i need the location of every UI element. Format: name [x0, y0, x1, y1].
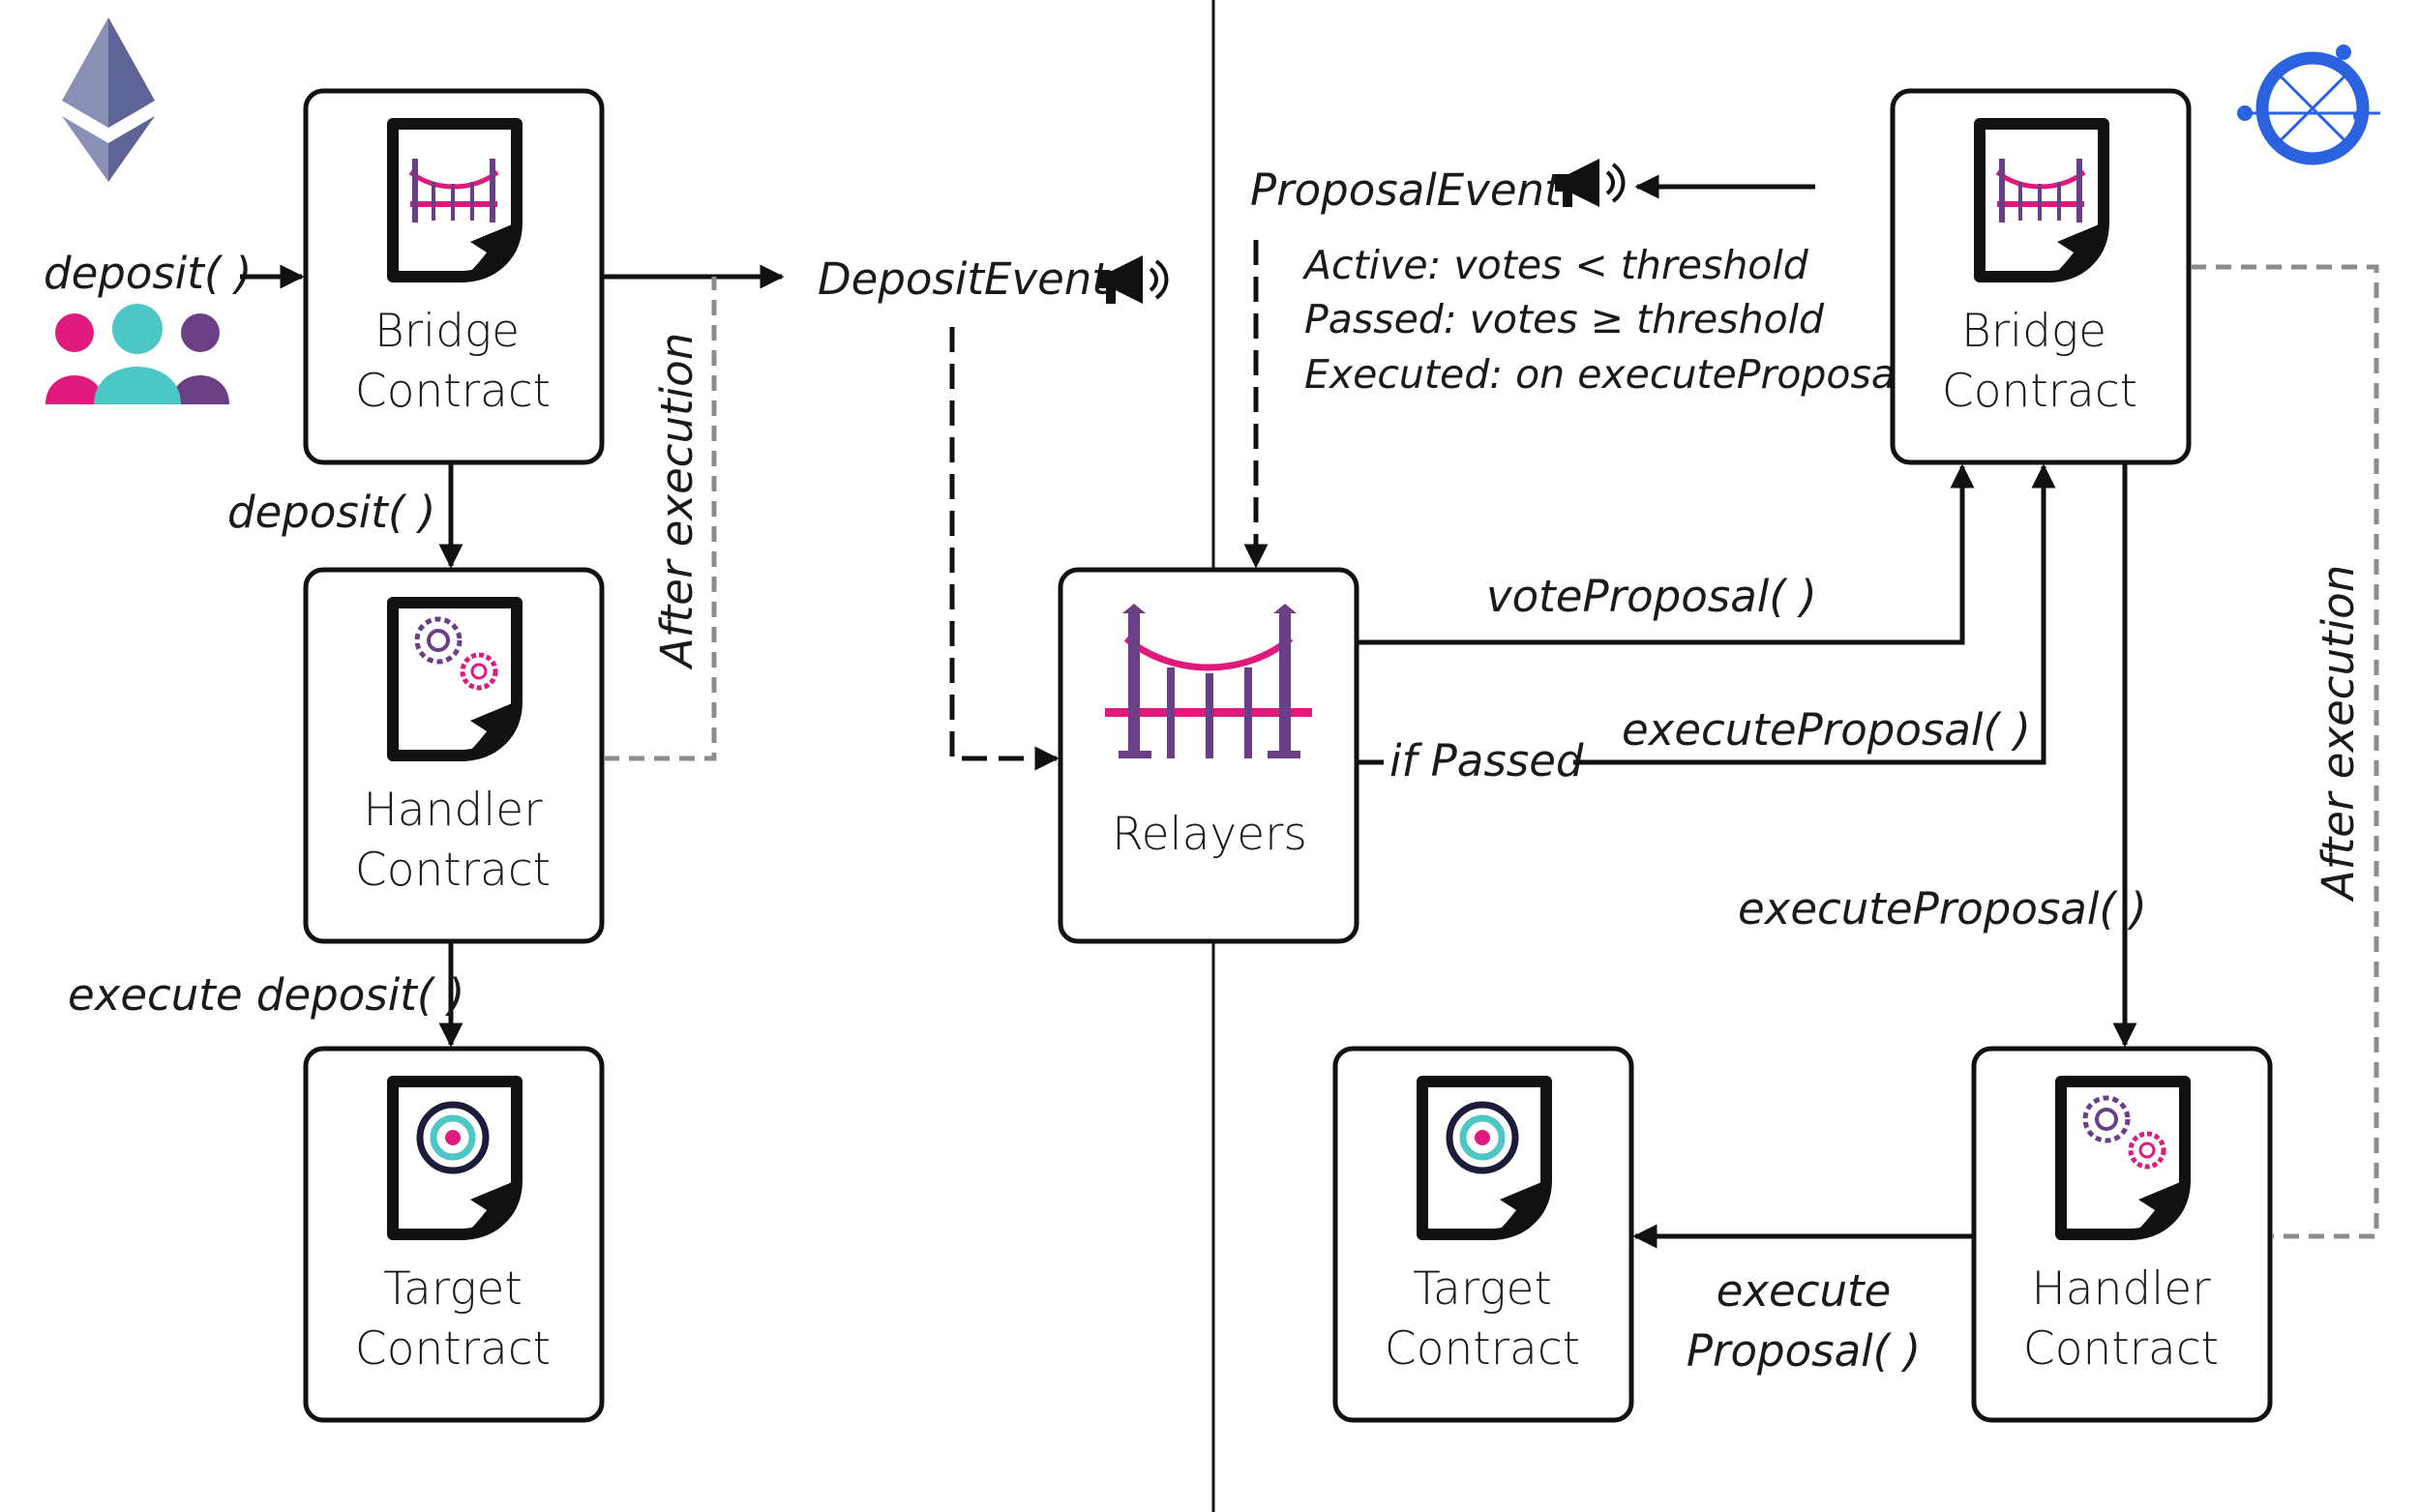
megaphone-icon [1555, 159, 1626, 207]
left-bridge-line1: Bridge [374, 305, 520, 358]
ethereum-logo-icon [62, 17, 155, 182]
right-target-line1: Target [1413, 1262, 1552, 1316]
users-group-icon [45, 304, 229, 404]
proposal-event-label: ProposalEvent [1250, 164, 1564, 216]
bridge-document-icon [1980, 124, 2104, 277]
right-after-execution-label: After execution [2313, 565, 2364, 903]
gears-document-icon [2061, 1082, 2185, 1234]
right-target-contract: Target Contract [1332, 1046, 1634, 1423]
right-bridge-line2: Contract [1942, 365, 2137, 418]
right-after-execution-line [2191, 264, 2379, 1239]
left-bridge-contract: Bridge Contract [303, 88, 605, 465]
left-after-execution-label: After execution [651, 333, 702, 670]
right-bridge-contract: Bridge Contract [1890, 88, 2192, 465]
bridge-document-icon [393, 124, 517, 277]
deposit-event-label: DepositEvent [818, 253, 1111, 305]
proposal-state-active: Active: votes < threshold [1301, 242, 1809, 288]
relayers-label: Relayers [1112, 808, 1307, 861]
right-bridge-line1: Bridge [1961, 305, 2106, 358]
right-target-line2: Contract [1385, 1322, 1580, 1376]
bridge-icon [1105, 604, 1312, 758]
left-handler-line1: Handler [363, 784, 543, 837]
handler-to-target-right-label-2: Proposal( ) [1687, 1325, 1921, 1377]
user-deposit-call-label: deposit( ) [44, 248, 252, 299]
left-bridge-line2: Contract [355, 365, 551, 418]
handler-to-target-label: execute deposit( ) [68, 969, 464, 1021]
vote-proposal-arrow [1359, 463, 1975, 645]
vote-proposal-label: voteProposal( ) [1486, 571, 1817, 622]
left-target-line2: Contract [355, 1322, 551, 1376]
gears-document-icon [393, 603, 517, 756]
execute-proposal-label: executeProposal( ) [1622, 704, 2031, 756]
bridge-to-handler-right-label: executeProposal( ) [1738, 883, 2147, 934]
bridge-to-handler-label: deposit( ) [227, 487, 435, 538]
proposal-state-executed: Executed: on executeProposal [1304, 351, 1907, 398]
left-handler-line2: Contract [355, 844, 551, 897]
execute-proposal-arrow [1573, 463, 2056, 765]
left-target-line1: Target [383, 1262, 523, 1316]
handler-to-target-right-label-1: execute [1717, 1265, 1892, 1317]
right-handler-line2: Contract [2023, 1322, 2219, 1376]
proposal-state-passed: Passed: votes ≥ threshold [1304, 296, 1825, 342]
right-handler-contract: Handler Contract [1971, 1046, 2273, 1423]
right-handler-line1: Handler [2031, 1262, 2211, 1316]
megaphone-icon [1098, 255, 1169, 304]
left-after-execution-line [604, 277, 717, 761]
if-passed-label: if Passed [1389, 735, 1584, 786]
target-document-icon [393, 1082, 517, 1234]
left-handler-contract: Handler Contract [303, 567, 605, 944]
relayers-node: Relayers [1058, 567, 1359, 944]
deposit-event-to-relayers-line [949, 327, 1060, 771]
chain-b-logo-icon [2237, 44, 2380, 165]
target-document-icon [1422, 1082, 1546, 1234]
left-target-contract: Target Contract [303, 1046, 605, 1423]
